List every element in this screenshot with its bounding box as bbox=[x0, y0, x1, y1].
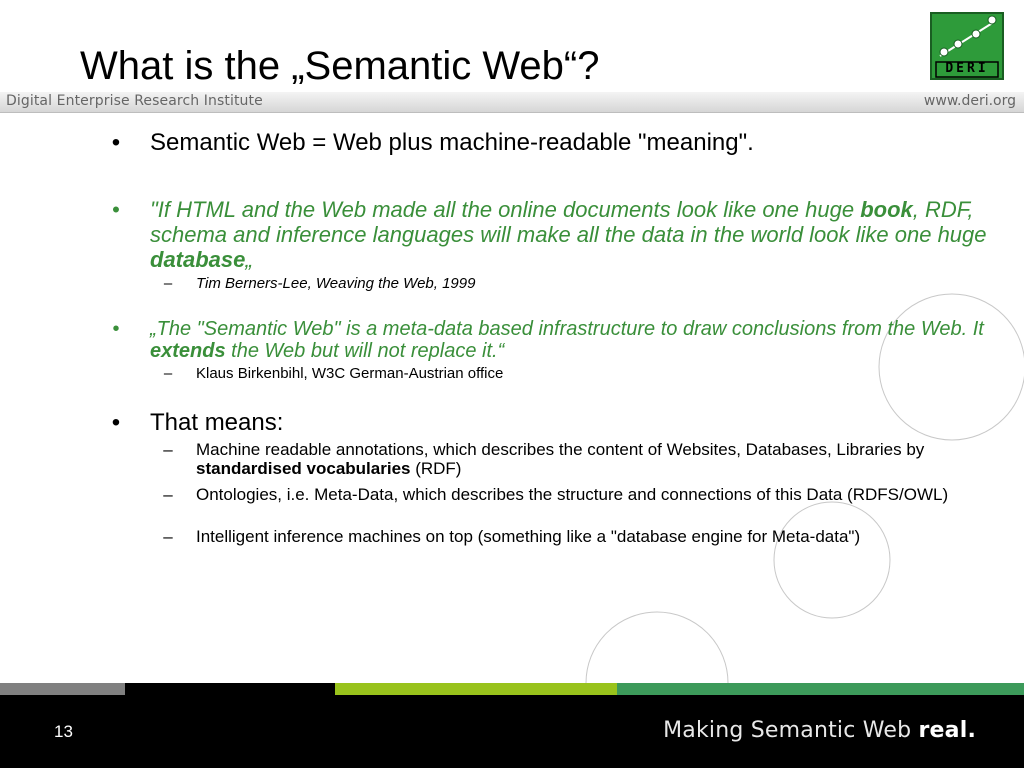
bullet-marker: • bbox=[112, 318, 120, 340]
dash-marker: – bbox=[163, 485, 173, 504]
bullet-item: "If HTML and the Web made all the online… bbox=[150, 197, 1000, 272]
dash-marker: – bbox=[163, 440, 173, 459]
institute-name: Digital Enterprise Research Institute bbox=[6, 93, 263, 109]
deri-logo bbox=[930, 12, 1004, 80]
quote-emphasis: book bbox=[860, 197, 913, 222]
quote-text: "If HTML and the Web made all the online… bbox=[150, 197, 861, 222]
bullet-item: That means: bbox=[150, 410, 1000, 436]
quote-text: „The "Semantic Web" is a meta-data based… bbox=[150, 318, 984, 340]
bullet-marker: • bbox=[111, 409, 121, 436]
quote-emphasis: extends bbox=[150, 340, 226, 362]
sub-bullet-emphasis: standardised vocabularies bbox=[196, 459, 411, 478]
bullet-item: Semantic Web = Web plus machine-readable… bbox=[150, 130, 1000, 156]
page-number: 13 bbox=[54, 722, 73, 741]
bullet-text: That means: bbox=[150, 409, 284, 436]
quote-text: „ bbox=[245, 247, 253, 272]
sub-bullet-item: Tim Berners-Lee, Weaving the Web, 1999 bbox=[196, 275, 976, 292]
dash-marker: – bbox=[163, 275, 173, 292]
bullet-item: „The "Semantic Web" is a meta-data based… bbox=[150, 318, 1000, 362]
sub-bullet-item: Intelligent inference machines on top (s… bbox=[196, 527, 996, 546]
tagline-emphasis: real. bbox=[918, 718, 976, 743]
quote-text: , RDF, schema and inference languages wi… bbox=[150, 197, 987, 247]
sub-bullet-text: Machine readable annotations, which desc… bbox=[196, 440, 925, 459]
sub-bullet-item: Klaus Birkenbihl, W3C German-Austrian of… bbox=[196, 365, 976, 382]
citation-text: Tim Berners-Lee, Weaving the Web, 1999 bbox=[196, 275, 476, 292]
sub-bullet-text: Ontologies, i.e. Meta-Data, which descri… bbox=[196, 485, 949, 504]
sub-bullet-item: Machine readable annotations, which desc… bbox=[196, 440, 966, 478]
footer-tagline: Making Semantic Web real. bbox=[663, 718, 976, 743]
quote-text: the Web but will not replace it.“ bbox=[225, 340, 505, 362]
header-bar: Digital Enterprise Research Institute ww… bbox=[0, 92, 1024, 113]
footer-strip-green bbox=[617, 683, 1024, 695]
footer-strip-black bbox=[125, 683, 335, 695]
quote-emphasis: database bbox=[150, 247, 246, 272]
slide-title: What is the „Semantic Web“? bbox=[80, 44, 600, 88]
tagline-text: Making Semantic Web bbox=[663, 718, 919, 743]
website-url: www.deri.org bbox=[923, 93, 1016, 109]
sub-bullet-text: Intelligent inference machines on top (s… bbox=[196, 527, 861, 546]
footer-strip-lime bbox=[335, 683, 617, 695]
footer-strip-gray bbox=[0, 683, 125, 695]
bullet-text: Semantic Web = Web plus machine-readable… bbox=[150, 129, 754, 156]
footer-bar bbox=[0, 695, 1024, 768]
dash-marker: – bbox=[163, 527, 173, 546]
sub-bullet-text: (RDF) bbox=[410, 459, 462, 478]
bullet-marker: • bbox=[112, 197, 120, 222]
logo-text: DERI bbox=[945, 61, 989, 76]
citation-text: Klaus Birkenbihl, W3C German-Austrian of… bbox=[196, 365, 504, 382]
decorative-circle bbox=[773, 501, 891, 619]
bullet-marker: • bbox=[111, 129, 121, 156]
sub-bullet-item: Ontologies, i.e. Meta-Data, which descri… bbox=[196, 485, 966, 504]
dash-marker: – bbox=[163, 365, 173, 382]
